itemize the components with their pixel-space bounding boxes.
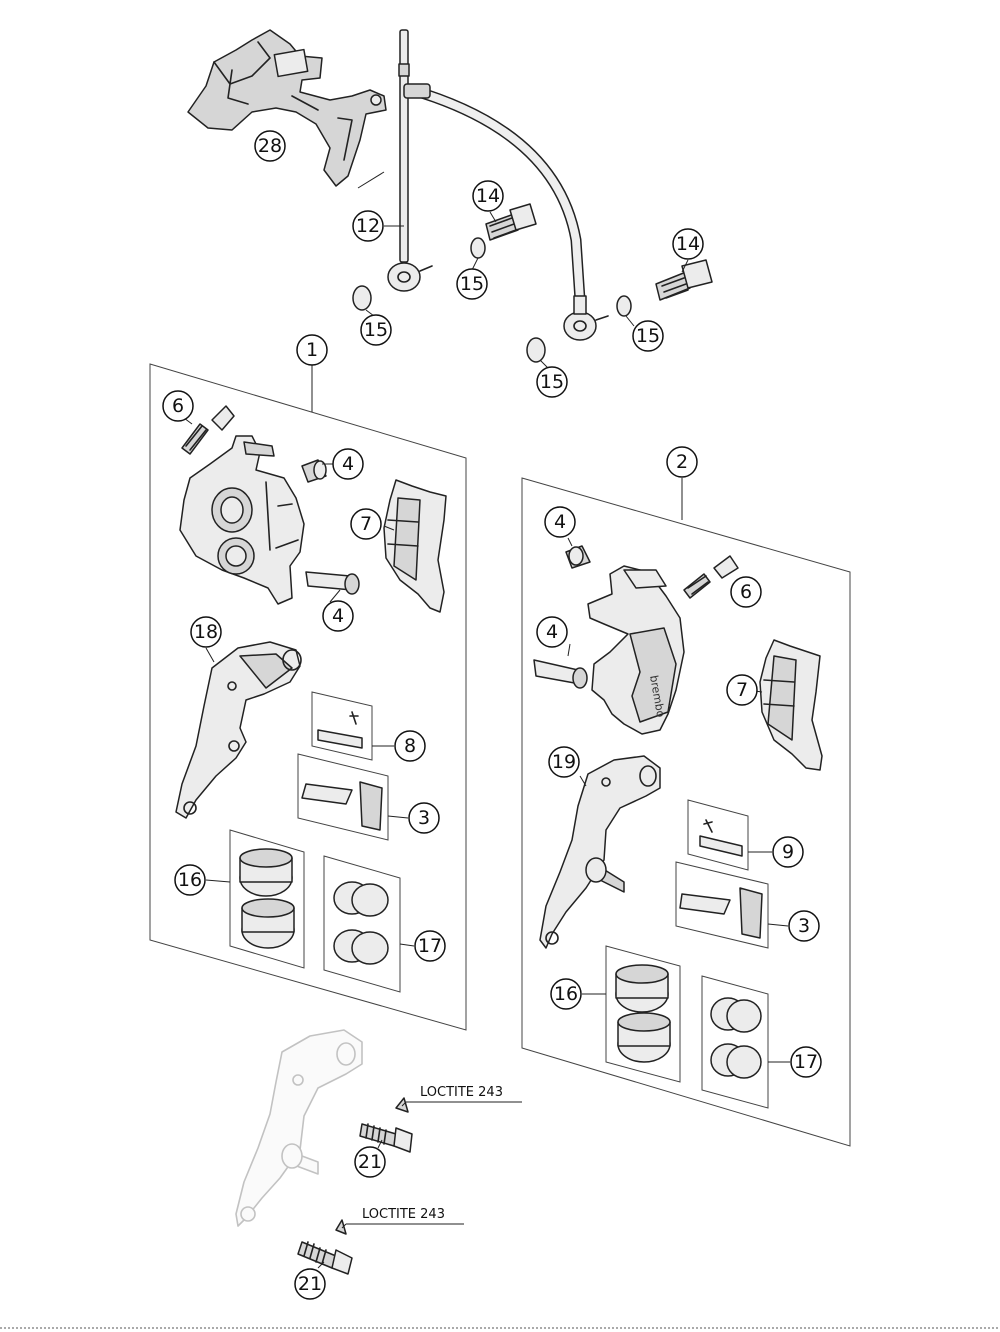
svg-text:1: 1 [306, 339, 318, 361]
callout-16-left: 16 [174, 864, 206, 896]
caliper-pin-right-lower [533, 659, 588, 689]
callout-4-left-lower: 4 [322, 600, 354, 632]
callout-1: 1 [296, 334, 328, 366]
callout-21-lower: 21 [294, 1268, 326, 1300]
loctite-underline-upper [401, 1101, 522, 1107]
washer-1 [470, 237, 486, 259]
seal-kit-right [701, 975, 769, 1109]
svg-text:18: 18 [194, 621, 218, 643]
caliper-pin-right-upper [565, 545, 591, 569]
mounting-bolt-upper [359, 1097, 413, 1153]
washer-2 [352, 285, 372, 311]
callout-3-left: 3 [408, 802, 440, 834]
svg-text:3: 3 [418, 807, 430, 829]
callout-3-right: 3 [788, 910, 820, 942]
callout-4-left-upper: 4 [332, 448, 364, 480]
callout-19: 19 [548, 746, 580, 778]
callout-8: 8 [394, 730, 426, 762]
callout-4-right-upper: 4 [544, 506, 576, 538]
callout-14-right: 14 [672, 228, 704, 260]
pad-spring-kit-right [675, 861, 769, 949]
assembly-panel-2 [521, 477, 851, 1147]
svg-text:21: 21 [358, 1151, 382, 1173]
mounting-bolt-lower [297, 1219, 353, 1275]
svg-text:17: 17 [418, 935, 442, 957]
callout-6-left: 6 [162, 390, 194, 422]
loctite-note-upper: LOCTITE 243 [420, 1085, 503, 1100]
callout-6-right: 6 [730, 576, 762, 608]
callout-18: 18 [190, 616, 222, 648]
svg-text:14: 14 [676, 233, 700, 255]
loctite-note-lower: LOCTITE 243 [362, 1207, 445, 1222]
piston-kit-right [605, 945, 681, 1083]
svg-text:7: 7 [736, 679, 748, 701]
callout-9: 9 [772, 836, 804, 868]
svg-text:14: 14 [476, 185, 500, 207]
callout-15-d: 15 [536, 366, 568, 398]
svg-text:4: 4 [332, 605, 344, 627]
loctite-underline-lower [341, 1223, 464, 1229]
callout-28: 28 [254, 130, 286, 162]
svg-text:4: 4 [342, 453, 354, 475]
seal-kit-left [323, 855, 401, 993]
svg-text:12: 12 [356, 215, 380, 237]
callout-17-right: 17 [790, 1046, 822, 1078]
washer-4 [526, 337, 546, 363]
callout-15-a: 15 [456, 268, 488, 300]
svg-text:15: 15 [540, 371, 564, 393]
pad-spring-kit-left [297, 753, 389, 841]
caliper-carrier-left [175, 641, 302, 819]
callout-21-upper: 21 [354, 1146, 386, 1178]
callout-12: 12 [352, 210, 384, 242]
svg-text:7: 7 [360, 513, 372, 535]
pin-kit-right [687, 799, 749, 871]
svg-text:9: 9 [782, 841, 794, 863]
banjo-bolt-right [655, 259, 713, 301]
brake-pad-right [759, 639, 823, 771]
caliper-pin-left-upper [301, 459, 327, 483]
caliper-pin-left-lower [305, 571, 360, 595]
svg-text:2: 2 [676, 451, 688, 473]
svg-text:16: 16 [178, 869, 202, 891]
svg-text:15: 15 [636, 325, 660, 347]
svg-text:21: 21 [298, 1273, 322, 1295]
callout-7-right: 7 [726, 674, 758, 706]
banjo-bolt-upper [485, 203, 537, 241]
brake-hose-curved [403, 83, 609, 341]
svg-text:28: 28 [258, 135, 282, 157]
brake-line-straight [387, 29, 433, 292]
bleed-screw-right [683, 555, 739, 599]
brake-pad-left [383, 479, 447, 613]
svg-text:8: 8 [404, 735, 416, 757]
svg-text:6: 6 [740, 581, 752, 603]
svg-text:15: 15 [364, 319, 388, 341]
brake-caliper-left [179, 435, 305, 605]
svg-text:4: 4 [546, 621, 558, 643]
svg-text:19: 19 [552, 751, 576, 773]
callout-17-left: 17 [414, 930, 446, 962]
svg-text:17: 17 [794, 1051, 818, 1073]
svg-text:15: 15 [460, 273, 484, 295]
svg-text:6: 6 [172, 395, 184, 417]
caliper-carrier-right [539, 755, 661, 949]
callout-15-b: 15 [360, 314, 392, 346]
callout-4-right-lower: 4 [536, 616, 568, 648]
svg-text:3: 3 [798, 915, 810, 937]
piston-kit-left [229, 829, 305, 969]
callout-7-left: 7 [350, 508, 382, 540]
callout-15-c: 15 [632, 320, 664, 352]
brake-line-bracket [187, 29, 387, 187]
svg-text:16: 16 [554, 983, 578, 1005]
washer-3 [616, 295, 632, 317]
brake-caliper-right: brembo [587, 565, 685, 735]
bleed-screw-left [181, 405, 235, 455]
callout-2: 2 [666, 446, 698, 478]
pin-kit-left [311, 691, 373, 761]
svg-text:4: 4 [554, 511, 566, 533]
callout-14-upper: 14 [472, 180, 504, 212]
callout-16-right: 16 [550, 978, 582, 1010]
caliper-carrier-ghost [235, 1029, 363, 1227]
